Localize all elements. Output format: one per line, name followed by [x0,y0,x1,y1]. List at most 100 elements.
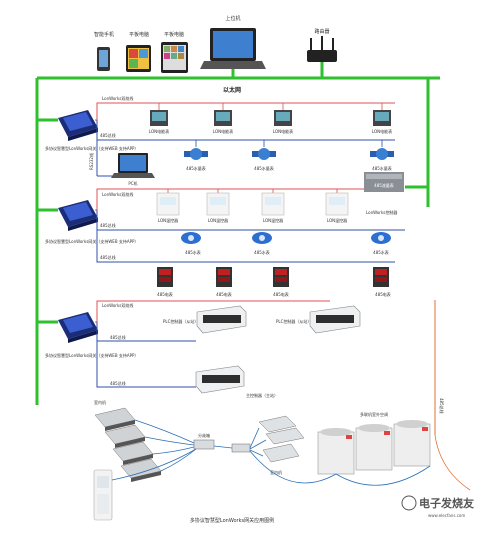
gateway-1-label: 多协议智慧型LonWorks网关（支持WEB 支持APP） [45,145,138,151]
lon-meter-label: LON电能表 [273,128,293,134]
lon-meter-label: LON电能表 [372,128,392,134]
gateway-icon [58,110,98,141]
lon-controller-label: LonWorks控制器 [366,209,397,215]
flow-controller: 485流量表 [364,172,404,192]
host-label: 上位机 [225,15,240,22]
section-2: 多协议智慧型LonWorks网关（支持WEB 支持APP） LonWorks双绞… [45,188,405,297]
water-meter-label: 485水量表 [254,165,274,171]
splitter-box [231,443,251,453]
gateway-icon [58,200,98,231]
water-meter-label: 485水量表 [186,165,206,171]
lon-thermostat-label: LON温控器 [158,217,178,223]
lon-thermostat: LON温控器 [156,189,180,223]
ethernet-label: 以太网 [223,86,241,94]
water-meter-label: 485水表 [254,249,270,255]
rs232-label: RS232线 [88,153,94,170]
gateway-2-label: 多协议智慧型LonWorks网关（支持WEB 支持APP） [45,238,138,244]
rs485-bus-3-label: 485总线 [110,334,126,340]
rs485-bus-2b [96,230,395,263]
water-meter: 485水表 [371,232,391,255]
rs485-bus-2a [96,210,405,231]
water-meter: 485水表 [181,232,201,255]
lon-meter: LON电能表 [213,103,233,134]
lon-bus-2 [95,188,364,211]
tablet-icon [161,42,188,73]
standing-ac-icon [93,469,113,521]
hvac-bus-cable [434,434,471,491]
lon-meter: LON电能表 [149,103,169,134]
tablet2-label: 平板电脑 [164,31,184,38]
hvac-pipes [111,419,431,486]
lon-meter-label: LON电能表 [213,128,233,134]
water-meter: 485水量表 [370,140,394,171]
lon-thermostat-label: LON温控器 [327,217,347,223]
lon-thermostat-label: LON温控器 [208,217,228,223]
rs485-bus-2b-label: 485总线 [100,254,116,260]
water-meter: 485水表 [252,232,272,255]
lon-bus-2-label: LonWorks双绞线 [102,191,133,197]
lon-meter-label: LON电能表 [149,128,169,134]
power-meter-label: 485电表 [273,291,289,297]
water-meter-label: 485水量表 [372,165,392,171]
indoor-unit [262,443,300,463]
hvac-section: 485总线 室内机 分歧箱 [93,300,471,521]
main-plc-controller [195,365,245,394]
power-meter-label: 485电表 [375,291,391,297]
tablet-icon [126,45,151,72]
watermark: 电子发烧友 www.elecfans.com [401,495,474,518]
phone-label: 智能手机 [94,31,114,38]
indoor-unit [120,458,162,482]
power-meter: 485电表 [216,267,232,297]
plc2-label: PLC控制器（从站） [276,318,311,324]
pc-label: PC机 [128,180,137,186]
lon-bus-1 [95,102,395,121]
router-icon [307,36,337,62]
rs485-bus-1-label: 485总线 [100,132,116,138]
indoor-unit [104,424,146,448]
laptop-icon [200,28,266,69]
plc1-label: PLC控制器（从站） [163,318,198,324]
gateway-3-label: 多协议智慧型LonWorks网关（支持WEB 支持APP） [45,352,138,358]
section-1: 多协议智慧型LonWorks网关（支持WEB 支持APP） LonWorks双绞… [45,95,404,192]
splitter-box [193,439,215,450]
outdoor-label: 多联机室外空调 [360,411,388,417]
lon-meter: LON电能表 [273,103,293,134]
indoor-unit [258,415,297,433]
rs485-bus-1 [96,120,395,141]
power-meter: 485电表 [373,267,391,297]
water-meter: 485水量表 [252,140,276,171]
indoor-left-label: 室内机 [94,399,106,405]
hvac-vert-bus-label: 485总线 [439,398,445,414]
lon-meter: LON电能表 [372,103,392,134]
splitter-label: 分歧箱 [198,432,210,438]
rs485-bus-3b [96,341,196,388]
router-label: 路由器 [314,28,329,35]
watermark-text: 电子发烧友 [419,496,474,510]
diagram-caption: 多协议智慧型LonWorks网关应用图例 [190,517,274,524]
plc-controller [196,305,247,334]
lon-thermostat: LON温控器 [261,189,285,223]
rs485-bus-3b-label: 485总线 [110,380,126,386]
water-meter: 485水量表 [184,140,208,171]
indoor-unit [112,441,154,465]
outdoor-unit [355,424,393,471]
lon-thermostat-label: LON温控器 [263,217,283,223]
outdoor-unit [393,420,431,467]
indoor-unit [94,407,136,431]
power-meter: 485电表 [273,267,289,297]
tablet1-label: 平板电脑 [129,31,149,38]
power-meter: 485电表 [157,267,173,297]
lon-bus-3-label: LonWorks双绞线 [102,302,133,308]
section-3: 多协议智慧型LonWorks网关（支持WEB 支持APP） LonWorks双绞… [45,300,361,398]
top-devices: 智能手机 平板电脑 平板电脑 上位机 [94,15,337,73]
watermark-url: www.elecfans.com [428,513,465,518]
lon-bus-3 [95,300,330,323]
lon-thermostat: LON温控器 [325,189,349,223]
indoor-right-label: 室内机 [270,469,282,475]
lon-thermostat: LON温控器 [206,189,230,223]
main-plc-label: 主控制器（主站） [246,392,278,398]
plc-controller [309,305,361,334]
flow-controller-label: 485流量表 [374,182,394,188]
lon-bus-1-label: LonWorks双绞线 [102,95,133,101]
